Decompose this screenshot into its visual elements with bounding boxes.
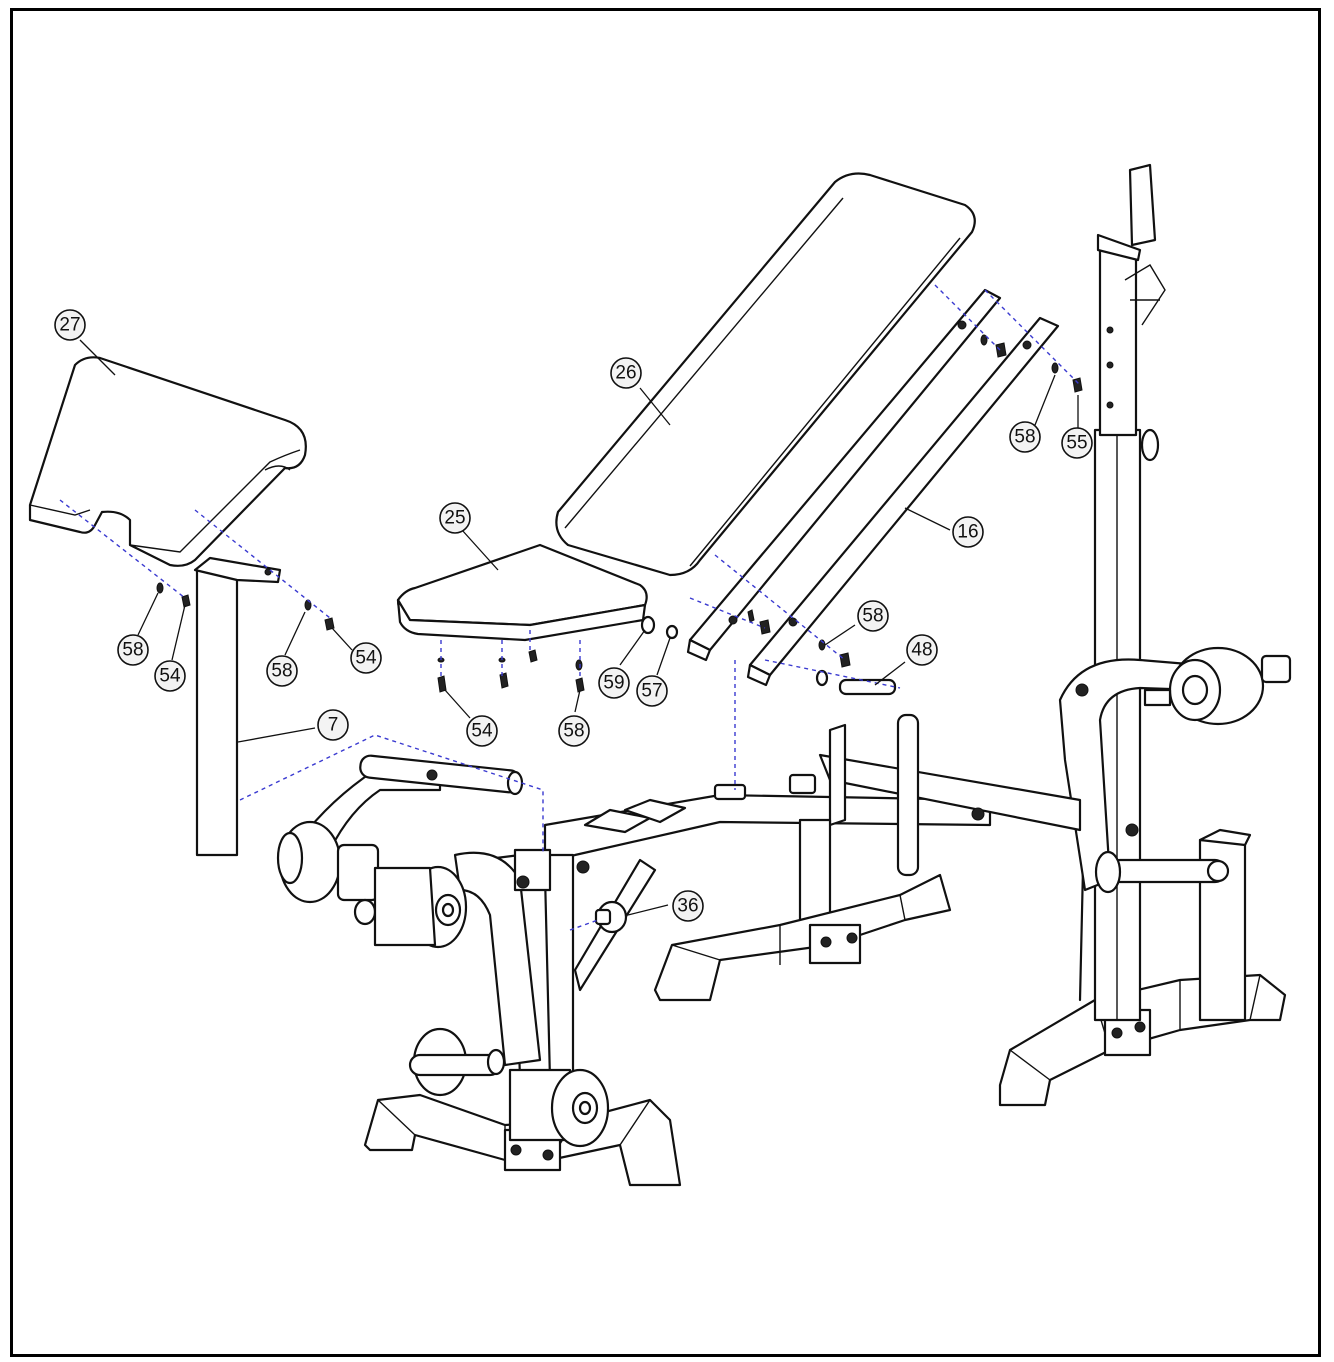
callout-25-label: 25 (444, 508, 465, 529)
callout-59-label: 59 (603, 673, 624, 694)
callout-48: 48 (906, 634, 938, 666)
backrest-frame-rails (686, 288, 1060, 687)
callout-55-label: 55 (1066, 433, 1087, 454)
callout-27: 27 (54, 309, 86, 341)
adjustment-knob-36 (569, 900, 628, 934)
callout-57-label: 57 (641, 681, 662, 702)
callout-54-preacher-left-label: 54 (159, 666, 181, 687)
main-frame-beam (543, 723, 1082, 867)
hardware-bolts-washers (156, 334, 1083, 696)
preacher-post-7 (193, 556, 282, 857)
callout-36-label: 36 (677, 896, 698, 917)
lower-leg-rollers (408, 1027, 610, 1148)
callout-27-label: 27 (59, 315, 80, 336)
callout-7: 7 (317, 709, 349, 741)
callout-58-preacher-right-label: 58 (271, 661, 292, 682)
callout-26: 26 (610, 357, 642, 389)
callout-54-seat: 54 (466, 715, 498, 747)
seat-pad-25 (396, 543, 648, 642)
callout-16-label: 16 (957, 522, 978, 543)
callout-58-preacher-left: 58 (117, 634, 149, 666)
callout-58-preacher-left-label: 58 (122, 640, 143, 661)
callout-55: 55 (1061, 427, 1093, 459)
callout-48-label: 48 (911, 640, 932, 661)
callout-59: 59 (598, 667, 630, 699)
callout-58-seat: 58 (558, 715, 590, 747)
callout-7-label: 7 (328, 715, 339, 736)
right-upright-rack (998, 163, 1287, 1107)
right-arm-and-rollers (1058, 646, 1292, 894)
middle-support-leg (653, 713, 952, 1002)
callout-57: 57 (636, 675, 668, 707)
upper-leg-rollers (276, 754, 524, 949)
callout-58-top: 58 (1009, 421, 1041, 453)
callout-54-preacher-left: 54 (154, 660, 186, 692)
callout-54-seat-label: 54 (471, 721, 493, 742)
callout-58-rail-label: 58 (862, 606, 883, 627)
callout-58-top-label: 58 (1014, 427, 1035, 448)
callout-58-seat-label: 58 (563, 721, 584, 742)
callout-58-rail: 58 (857, 600, 889, 632)
callout-16: 16 (952, 516, 984, 548)
callout-25: 25 (439, 502, 471, 534)
preacher-curl-pad-27 (28, 356, 307, 567)
callout-36: 36 (672, 890, 704, 922)
callout-26-label: 26 (615, 363, 636, 384)
callout-leader-lines (79, 339, 1079, 916)
callout-54-preacher-right: 54 (350, 642, 382, 674)
callout-54-preacher-right-label: 54 (355, 648, 377, 669)
back-pad-26 (555, 172, 976, 577)
callout-58-preacher-right: 58 (266, 655, 298, 687)
